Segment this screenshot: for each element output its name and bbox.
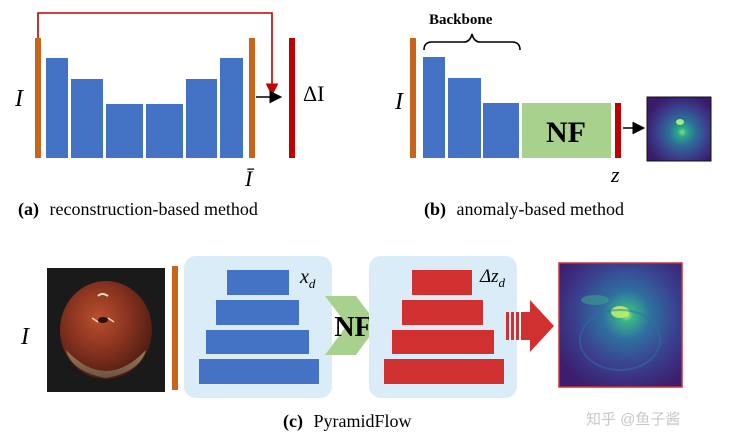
panel-a-caption-tag: (a) xyxy=(18,199,39,220)
panel-b-anomaly-heatmap xyxy=(646,96,712,162)
feature-symbol-base: x xyxy=(299,266,309,288)
bottleneck-block-1 xyxy=(106,104,143,158)
panel-a-diff-symbol: ΔI xyxy=(303,81,324,106)
backbone-brace xyxy=(423,33,521,51)
skip-connection-arrow xyxy=(37,12,279,97)
nf-chevron xyxy=(325,296,378,355)
panel-a-difference-bar xyxy=(289,38,295,158)
panel-a-autoencoder-blocks xyxy=(46,58,243,158)
panel-b-caption-text: anomaly-based method xyxy=(457,199,624,219)
latent-pyramid xyxy=(384,270,504,384)
backbone-blocks xyxy=(423,57,519,158)
panel-b-latent-symbol: z xyxy=(610,162,620,187)
bottleneck-block-2 xyxy=(146,104,183,158)
decoder-block-1 xyxy=(186,79,217,158)
panel-c: I xd NF Δzd xyxy=(20,256,683,432)
feature-level-2 xyxy=(216,300,299,325)
panel-c-feature-symbol: xd xyxy=(299,266,316,291)
panel-c-caption-text: PyramidFlow xyxy=(313,411,411,431)
panel-a: I ΔI Ī (a) reconstruction-based method xyxy=(14,12,324,220)
panel-b-nf-label: NF xyxy=(546,116,586,149)
nf-block xyxy=(522,103,611,158)
latent-level-3 xyxy=(392,330,494,354)
panel-c-output-arrow xyxy=(506,300,554,352)
feature-level-4 xyxy=(199,359,319,384)
panel-c-caption: (c) PyramidFlow xyxy=(283,411,412,432)
panel-c-nf-label: NF xyxy=(334,312,371,343)
feature-symbol-sub: d xyxy=(309,276,316,291)
panel-c-input-bar xyxy=(172,266,178,390)
panel-b-caption: (b) anomaly-based method xyxy=(424,199,624,220)
encoder-block-2 xyxy=(71,79,103,158)
panel-a-caption-text: reconstruction-based method xyxy=(50,199,258,219)
backbone-block-2 xyxy=(448,78,481,158)
panel-c-input-symbol: I xyxy=(20,324,30,350)
panel-c-caption-tag: (c) xyxy=(283,411,303,432)
watermark: 知乎 @鱼子酱 xyxy=(586,410,680,428)
panel-c-diff-symbol: Δzd xyxy=(479,266,506,290)
panel-a-input-symbol: I xyxy=(14,86,24,112)
panel-a-reconstruction-bar xyxy=(249,38,255,158)
decoder-block-2 xyxy=(220,58,243,158)
panel-a-caption: (a) reconstruction-based method xyxy=(18,199,258,220)
latent-level-2 xyxy=(402,300,483,325)
panel-c-anomaly-heatmap xyxy=(558,262,683,388)
panel-b: Backbone I NF z (b) anomaly-based method xyxy=(394,12,712,220)
panel-a-input-bar xyxy=(35,38,41,158)
panel-a-output-symbol: Ī xyxy=(244,166,255,191)
latent-bar xyxy=(615,103,621,158)
latent-level-4 xyxy=(384,359,504,384)
feature-pyramid xyxy=(199,270,319,384)
diff-symbol-base: Δz xyxy=(479,266,499,287)
panel-b-input-bar xyxy=(410,38,416,158)
panel-b-backbone-label: Backbone xyxy=(429,12,493,28)
feature-level-3 xyxy=(206,330,309,354)
panel-b-input-symbol: I xyxy=(394,89,404,115)
encoder-block-1 xyxy=(46,58,68,158)
backbone-block-1 xyxy=(423,57,445,158)
hazelnut-image xyxy=(47,268,165,392)
latent-level-1 xyxy=(412,270,472,295)
backbone-block-3 xyxy=(483,103,519,158)
panel-b-caption-tag: (b) xyxy=(424,199,446,220)
feature-level-1 xyxy=(227,270,289,295)
diff-symbol-sub: d xyxy=(499,275,506,290)
